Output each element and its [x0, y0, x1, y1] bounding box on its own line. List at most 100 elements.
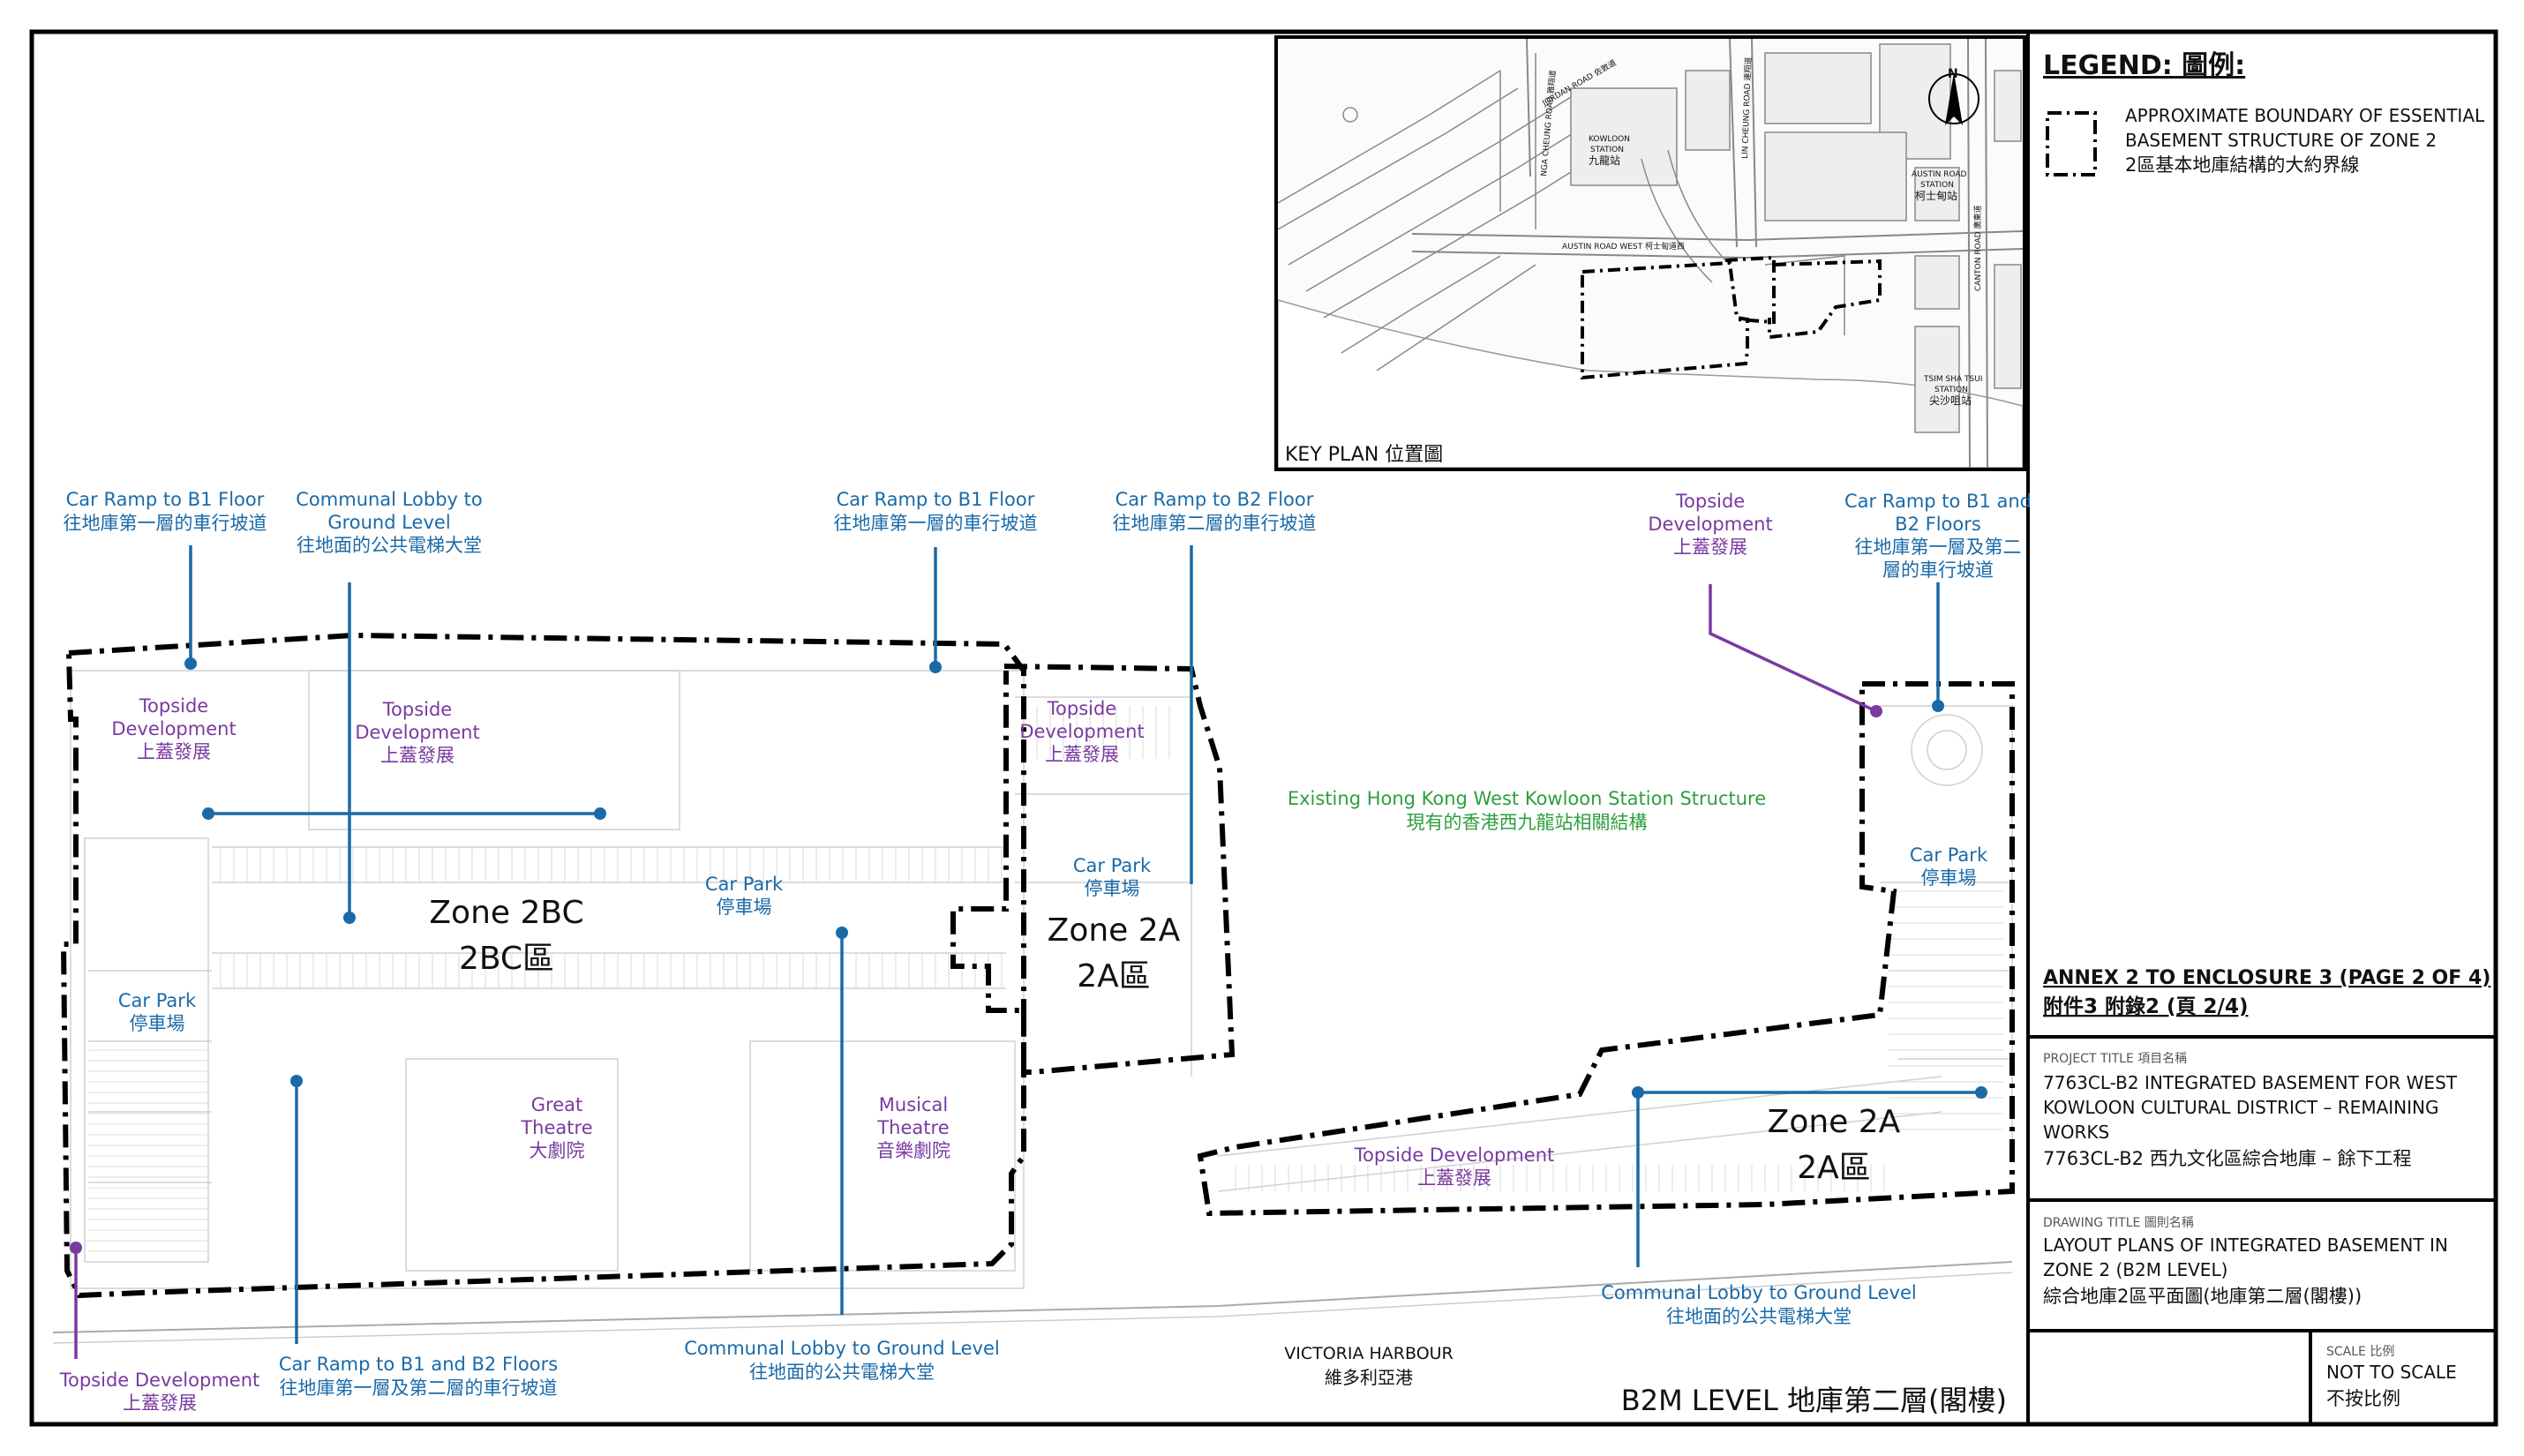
zone-2a-left-en: Zone 2A [1048, 912, 1181, 949]
label-harbour-en: VICTORIA HARBOUR [1284, 1344, 1454, 1363]
plan-background [52, 670, 2013, 1344]
label-topside-1-en1: Topside [139, 695, 208, 717]
label-carpark-2-en: Car Park [1073, 855, 1152, 876]
north-label: N [1948, 67, 1958, 81]
scale-line-2: 不按比例 [2326, 1388, 2400, 1409]
keyplan-zone-boundary [1581, 260, 1749, 380]
project-line-3: WORKS [2043, 1122, 2109, 1143]
scale-label: SCALE 比例 [2326, 1345, 2394, 1359]
sheet-border [29, 29, 2498, 1427]
label-carpark-4-zh: 停車場 [130, 1013, 185, 1034]
label-carpark-1-en: Car Park [705, 874, 784, 895]
kp-kowloon-1: KOWLOON [1589, 135, 1630, 144]
label-carpark-2-zh: 停車場 [1085, 878, 1140, 899]
kp-tsim-1: TSIM SHA TSUI [1923, 375, 1982, 384]
key-plan: KOWLOON STATION 九龍站 AUSTIN ROAD STATION … [1274, 35, 2026, 471]
level-title: B2M LEVEL 地庫第二層(閣樓) [1621, 1384, 2007, 1417]
label-musical-theatre-en1: Musical [879, 1094, 948, 1115]
legend: LEGEND: 圖例: APPROXIMATE BOUNDARY OF ESSE… [2043, 50, 2485, 176]
legend-line-2: BASEMENT STRUCTURE OF ZONE 2 [2125, 130, 2437, 151]
label-lobby-a-en1: Communal Lobby to [296, 489, 482, 510]
label-station-structure-en: Existing Hong Kong West Kowloon Station … [1288, 788, 1766, 809]
label-ramp-b1b2-r-zh1: 往地庫第一層及第二 [1855, 537, 2022, 558]
kp-tsim-3: 尖沙咀站 [1929, 394, 1972, 407]
leader-lines-purple [74, 584, 1877, 1359]
kp-austin-1: AUSTIN ROAD [1912, 170, 1967, 179]
annex-line-2: 附件3 附錄2 (頁 2/4) [2043, 994, 2248, 1018]
label-harbour-zh: 維多利亞港 [1325, 1367, 1413, 1388]
kp-canton-road: CANTON ROAD 廣東道 [1972, 206, 1983, 291]
label-topside-bl-zh: 上蓋發展 [123, 1392, 197, 1414]
kp-austin-road-west: AUSTIN ROAD WEST 柯士甸道西 [1562, 241, 1685, 251]
label-topside-1-zh: 上蓋發展 [137, 741, 211, 762]
scale-line-1: NOT TO SCALE [2326, 1362, 2457, 1383]
legend-line-1: APPROXIMATE BOUNDARY OF ESSENTIAL [2125, 105, 2485, 126]
kp-tsim-2: STATION [1934, 386, 1968, 394]
label-topside-r-en1: Topside [1675, 491, 1745, 512]
label-topside-2-en2: Development [355, 722, 479, 743]
kp-austin-3: 柯士甸站 [1915, 190, 1957, 202]
label-topside-3-zh: 上蓋發展 [1045, 744, 1119, 765]
label-ramp-b1-b-en: Car Ramp to B1 Floor [837, 489, 1035, 510]
label-ramp-b1-a-zh: 往地庫第一層的車行坡道 [64, 513, 267, 534]
label-topside-bl-en: Topside Development [59, 1370, 260, 1391]
kp-austin-2: STATION [1920, 181, 1954, 190]
boundary-zone-2a-right [1197, 681, 2015, 1217]
label-musical-theatre-en2: Theatre [876, 1117, 949, 1138]
zone-2a-right-en: Zone 2A [1768, 1104, 1901, 1140]
boundary-zone-2bc [60, 632, 1026, 1299]
label-carpark-1-zh: 停車場 [717, 897, 772, 918]
label-ramp-b2-zh: 往地庫第二層的車行坡道 [1113, 513, 1317, 534]
label-musical-theatre-zh: 音樂劇院 [876, 1140, 950, 1161]
project-line-1: 7763CL-B2 INTEGRATED BASEMENT FOR WEST [2043, 1072, 2458, 1093]
key-plan-title: KEY PLAN 位置圖 [1285, 444, 1443, 466]
zone-2bc-en: Zone 2BC [429, 895, 583, 931]
drawing-title-label: DRAWING TITLE 圖則名稱 [2043, 1216, 2194, 1230]
label-lobby-b-zh: 往地面的公共電梯大堂 [749, 1362, 935, 1383]
label-ramp-b1b2-b-en: Car Ramp to B1 and B2 Floors [279, 1354, 558, 1375]
label-ramp-b1-b-zh: 往地庫第一層的車行坡道 [834, 513, 1038, 534]
leader-dots [70, 657, 1987, 1254]
boundary-zone-2a-left [950, 664, 1236, 1075]
label-great-theatre-en1: Great [531, 1094, 582, 1115]
legend-heading: LEGEND: 圖例: [2043, 50, 2245, 81]
label-lobby-a-zh: 往地面的公共電梯大堂 [297, 535, 482, 556]
label-topside-low-zh: 上蓋發展 [1417, 1167, 1491, 1189]
label-topside-r-en2: Development [1648, 514, 1772, 535]
label-carpark-3-zh: 停車場 [1921, 867, 1977, 889]
project-line-2: KOWLOON CULTURAL DISTRICT – REMAINING [2043, 1097, 2438, 1118]
legend-line-3: 2區基本地庫結構的大約界線 [2125, 154, 2359, 176]
zone-2a-left-zh: 2A區 [1077, 958, 1151, 994]
label-lobby-c-zh: 往地面的公共電梯大堂 [1666, 1306, 1852, 1327]
label-ramp-b1b2-r-en1: Car Ramp to B1 and [1844, 491, 2032, 512]
label-ramp-b1b2-r-en2: B2 Floors [1895, 514, 1981, 535]
label-great-theatre-en2: Theatre [520, 1117, 592, 1138]
label-lobby-b-en: Communal Lobby to Ground Level [684, 1338, 999, 1359]
label-carpark-4-en: Car Park [118, 990, 197, 1011]
label-great-theatre-zh: 大劇院 [530, 1140, 585, 1161]
label-carpark-3-en: Car Park [1910, 844, 1988, 866]
label-ramp-b1b2-r-zh2: 層的車行坡道 [1882, 559, 1994, 581]
label-topside-3-en2: Development [1019, 721, 1144, 742]
drawing-line-3: 綜合地庫2區平面圖(地庫第二層(閣樓)) [2043, 1286, 2362, 1307]
label-lobby-c-en: Communal Lobby to Ground Level [1601, 1282, 1916, 1303]
label-station-structure-zh: 現有的香港西九龍站相關結構 [1407, 812, 1648, 833]
zone-2a-right-zh: 2A區 [1797, 1150, 1871, 1186]
annex-line-1: ANNEX 2 TO ENCLOSURE 3 (PAGE 2 OF 4) [2043, 967, 2490, 989]
north-arrow-icon: N [1928, 67, 1979, 125]
project-line-4: 7763CL-B2 西九文化區綜合地庫 – 餘下工程 [2043, 1148, 2412, 1169]
label-topside-2-zh: 上蓋發展 [380, 745, 454, 766]
label-ramp-b2-en: Car Ramp to B2 Floor [1116, 489, 1314, 510]
label-lobby-a-en2: Ground Level [327, 512, 450, 533]
kp-kowloon-2: STATION [1590, 146, 1624, 154]
label-ramp-b1b2-b-zh: 往地庫第一層及第二層的車行坡道 [280, 1377, 558, 1399]
legend-boundary-symbol [2046, 111, 2097, 176]
leader-lines [189, 545, 1981, 1344]
project-title-label: PROJECT TITLE 項目名稱 [2043, 1052, 2187, 1066]
label-ramp-b1-a-en: Car Ramp to B1 Floor [66, 489, 265, 510]
drawing-line-2: ZONE 2 (B2M LEVEL) [2043, 1259, 2227, 1280]
label-topside-2-en1: Topside [382, 699, 452, 720]
drawing-line-1: LAYOUT PLANS OF INTEGRATED BASEMENT IN [2043, 1235, 2448, 1256]
label-topside-1-en2: Development [111, 718, 236, 739]
